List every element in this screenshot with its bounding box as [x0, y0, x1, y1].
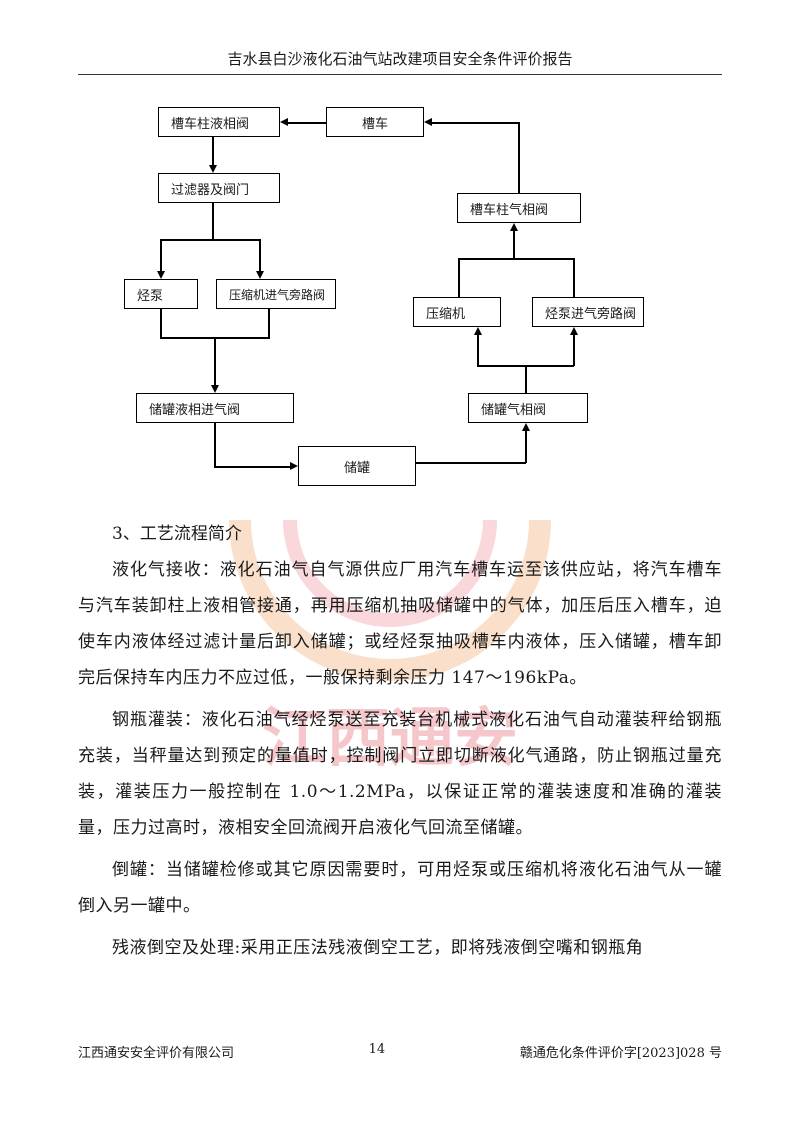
connector — [518, 122, 520, 193]
box-pump-bypass-valve: 烃泵进气旁路阀 — [532, 297, 644, 327]
connector — [259, 239, 261, 271]
connector — [160, 239, 162, 271]
arrow-head — [510, 223, 518, 231]
arrow-head — [211, 385, 219, 393]
connector — [212, 137, 214, 165]
box-tank-liquid-inlet-valve: 储罐液相进气阀 — [136, 393, 294, 423]
paragraph: 液化气接收：液化石油气自气源供应厂用汽车槽车运至该供应站，将汽车槽车与汽车装卸柱… — [78, 560, 722, 688]
box-pump: 烃泵 — [124, 279, 198, 309]
box-storage-tank: 储罐 — [298, 446, 416, 486]
arrow-head — [280, 118, 288, 126]
arrow-head — [157, 271, 165, 279]
box-compressor: 压缩机 — [413, 297, 501, 327]
paragraph: 残液倒空及处理:采用正压法残液倒空工艺，即将残液倒空嘴和钢瓶角 — [112, 938, 644, 958]
connector — [160, 239, 260, 241]
connector — [268, 309, 270, 337]
footer-company: 江西通安安全评价有限公司 — [78, 1046, 235, 1061]
box-tanker: 槽车 — [326, 107, 424, 137]
page-header: 吉水县白沙液化石油气站改建项目安全条件评价报告 — [78, 48, 722, 75]
arrow-head — [474, 327, 482, 335]
connector — [477, 335, 479, 366]
connector — [525, 365, 527, 393]
connector — [573, 258, 575, 297]
connector — [214, 337, 216, 385]
connector — [214, 423, 216, 467]
connector — [573, 335, 575, 366]
arrow-head — [256, 271, 264, 279]
section-title: 3、工艺流程简介 — [112, 524, 242, 544]
connector — [160, 309, 162, 337]
arrow-head — [522, 423, 530, 431]
footer-doc-number: 赣通危化条件评价字[2023]028 号 — [519, 1046, 722, 1061]
footer-page-number: 14 — [368, 1042, 386, 1057]
paragraph: 钢瓶灌装：液化石油气经烃泵送至充装台机械式液化石油气自动灌装秤给钢瓶充装，当秤量… — [78, 710, 722, 838]
header-title: 吉水县白沙液化石油气站改建项目安全条件评价报告 — [227, 50, 573, 68]
connector — [513, 231, 515, 259]
arrow-head — [209, 165, 217, 173]
connector — [212, 203, 214, 239]
arrow-head — [290, 462, 298, 470]
arrow-head — [570, 327, 578, 335]
connector — [432, 122, 519, 124]
connector — [416, 462, 526, 464]
connector — [458, 258, 574, 260]
paragraph: 倒罐：当储罐检修或其它原因需要时，可用烃泵或压缩机将液化石油气从一罐倒入另一罐中… — [78, 860, 722, 916]
box-compressor-bypass-valve: 压缩机进气旁路阀 — [216, 279, 336, 309]
body-text: 3、工艺流程简介 液化气接收：液化石油气自气源供应厂用汽车槽车运至该供应站，将汽… — [78, 516, 722, 972]
box-filter-valve: 过滤器及阀门 — [158, 173, 280, 203]
connector — [458, 258, 460, 297]
page-footer: 江西通安安全评价有限公司 14 赣通危化条件评价字[2023]028 号 — [78, 1042, 722, 1061]
process-flow-diagram: 槽车柱液相阀 槽车 过滤器及阀门 槽车柱气相阀 烃泵 压缩机进气旁路阀 压缩机 … — [0, 0, 800, 510]
connector — [214, 466, 290, 468]
box-tank-gas-valve: 储罐气相阀 — [468, 393, 588, 423]
arrow-head — [424, 118, 432, 126]
box-tanker-gas-valve: 槽车柱气相阀 — [457, 193, 581, 223]
box-tanker-liquid-valve: 槽车柱液相阀 — [158, 107, 280, 137]
connector — [477, 365, 574, 367]
connector — [288, 122, 326, 124]
connector — [525, 431, 527, 463]
